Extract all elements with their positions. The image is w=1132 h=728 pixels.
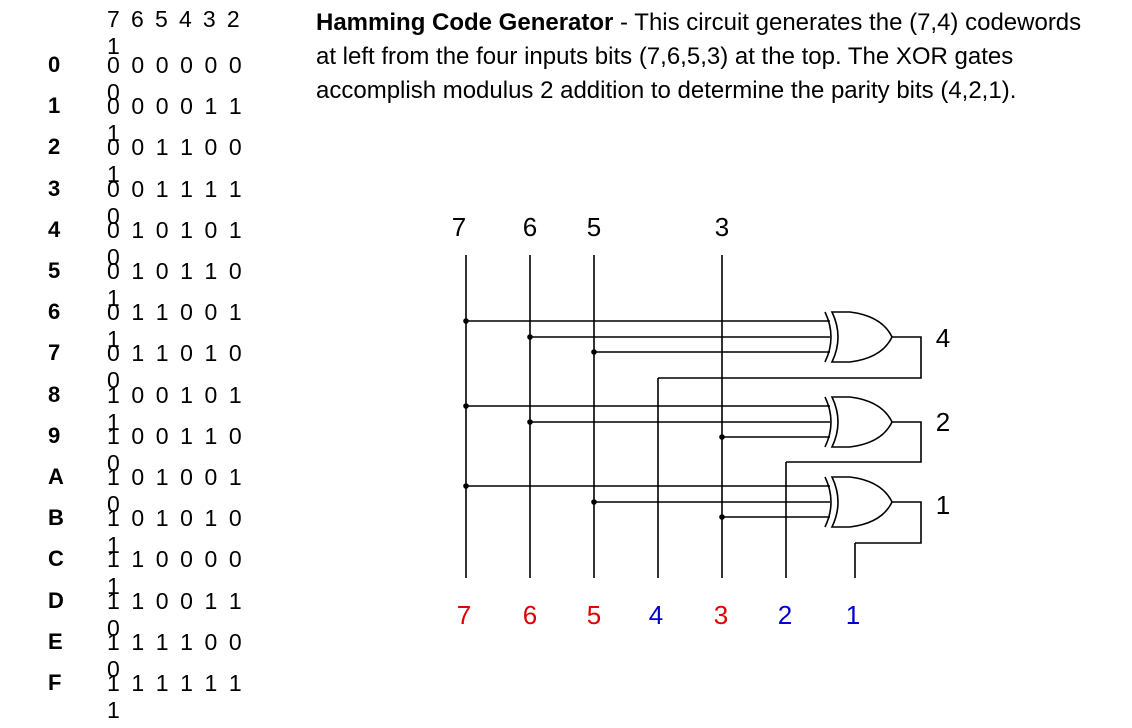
- row-codeword: 1 0 1 0 1 0 1: [107, 505, 245, 559]
- row-index: 7: [48, 340, 61, 366]
- wires: [465, 255, 922, 578]
- row-codeword: 0 0 1 1 0 0 1: [107, 134, 245, 188]
- bottom-label-7: 7: [457, 600, 471, 630]
- row-codeword: 1 0 0 1 0 1 1: [107, 381, 245, 435]
- row-index: C: [48, 546, 64, 572]
- xor-gates: [824, 311, 893, 528]
- bottom-label-3: 3: [714, 600, 728, 630]
- row-index: 4: [48, 216, 61, 242]
- row-codeword: 0 1 1 0 0 1 1: [107, 299, 245, 353]
- row-codeword: 0 0 0 0 0 0 0: [107, 52, 245, 105]
- bottom-label-2: 2: [778, 600, 792, 630]
- row-codeword: 0 0 1 1 1 1 0: [107, 175, 245, 229]
- row-codeword: 1 1 0 0 1 1 0: [107, 587, 245, 641]
- row-index: 1: [48, 93, 61, 119]
- bottom-label-5: 5: [587, 600, 601, 630]
- table-bit-header: 7 6 5 4 3 2 1: [107, 6, 243, 59]
- junction-dots: [463, 318, 725, 520]
- bottom-label-6: 6: [523, 600, 537, 630]
- input-label-3: 3: [715, 212, 729, 242]
- row-codeword: 1 0 1 0 0 1 0: [107, 464, 245, 517]
- gate-output-label-1: 1: [936, 490, 950, 520]
- row-index: 3: [48, 175, 61, 201]
- xor-gate-parity-2: [824, 396, 893, 448]
- row-index: F: [48, 670, 62, 695]
- row-codeword: 1 1 1 1 1 1 1: [107, 670, 245, 723]
- row-codeword: 0 0 0 0 1 1 1: [107, 93, 245, 147]
- row-codeword: 1 1 1 1 0 0 0: [107, 628, 245, 682]
- row-index: 5: [48, 258, 61, 283]
- description-title: Hamming Code Generator: [316, 9, 614, 36]
- input-label-5: 5: [587, 212, 601, 242]
- row-index: E: [48, 628, 63, 654]
- row-codeword: 1 1 0 0 0 0 1: [107, 546, 245, 600]
- row-index: B: [48, 505, 64, 531]
- hamming-circuit-diagram: 7 6 5 3: [430, 208, 960, 633]
- row-index: 0: [48, 52, 61, 77]
- gate-output-label-4: 4: [936, 323, 950, 353]
- row-codeword: 1 0 0 1 1 0 0: [107, 422, 245, 476]
- input-label-7: 7: [452, 212, 466, 242]
- description: Hamming Code Generator - This circuit ge…: [316, 6, 1106, 108]
- row-index: D: [48, 587, 64, 613]
- row-index: A: [48, 464, 64, 489]
- row-codeword: 0 1 0 1 1 0 1: [107, 258, 245, 311]
- bottom-label-4: 4: [649, 600, 663, 630]
- gate-output-label-2: 2: [936, 407, 950, 437]
- row-codeword: 0 1 0 1 0 1 0: [107, 216, 245, 270]
- row-index: 8: [48, 381, 61, 407]
- row-codeword: 0 1 1 0 1 0 0: [107, 340, 245, 394]
- xor-gate-parity-1: [824, 476, 893, 528]
- description-body: - This circuit generates the (7,4) codew…: [316, 9, 1082, 104]
- row-index: 2: [48, 134, 61, 160]
- row-index: 6: [48, 299, 61, 325]
- row-index: 9: [48, 422, 61, 448]
- input-label-6: 6: [523, 212, 537, 242]
- xor-gate-parity-4: [824, 311, 893, 363]
- bottom-label-1: 1: [846, 600, 860, 630]
